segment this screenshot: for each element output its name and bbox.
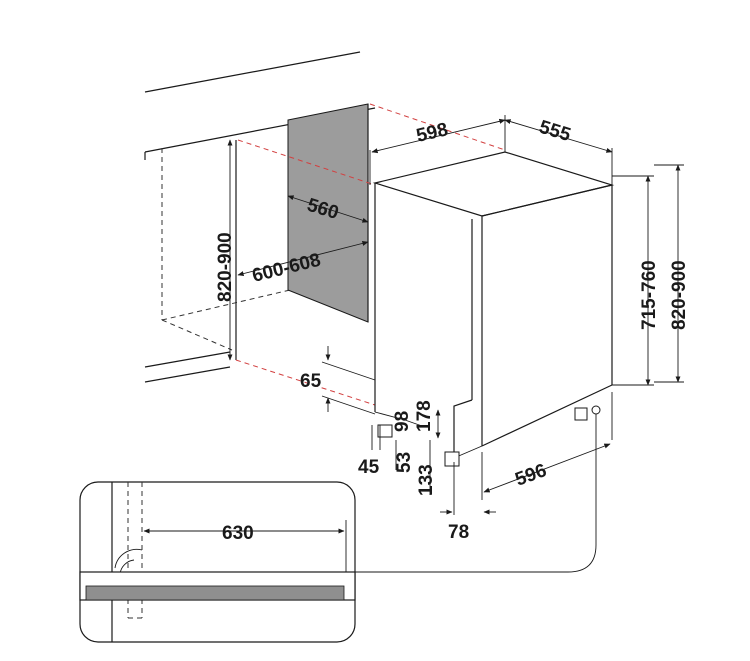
dim-715-760-label: 715-760 (639, 260, 660, 330)
dim-820-900-right-label: 820-900 (669, 260, 690, 330)
dim-53-label: 53 (394, 452, 415, 473)
dim-78-label: 78 (448, 522, 469, 543)
dim-98-label: 98 (392, 411, 413, 432)
dim-820-900-right: 820-900 (654, 164, 690, 383)
dim-133-label: 133 (416, 464, 437, 496)
floor-lines (144, 351, 231, 383)
dim-53: 53 (394, 440, 415, 473)
dim-45: 45 (358, 425, 381, 478)
dim-65: 65 (300, 346, 376, 415)
dim-630-label: 630 (222, 523, 254, 544)
detail-leader-line (355, 414, 597, 573)
dim-178: 178 (414, 400, 441, 439)
dim-98: 98 (392, 411, 423, 432)
dim-133: 133 (416, 440, 437, 496)
detail-inset: 630 (79, 481, 356, 643)
niche-outline (161, 140, 291, 360)
dim-65-label: 65 (300, 371, 322, 392)
dishwasher-feet (377, 405, 601, 467)
dim-45-label: 45 (358, 457, 380, 478)
dim-820-900-left-label: 820-900 (215, 232, 236, 302)
dim-820-900-left: 820-900 (215, 139, 236, 361)
dim-78: 78 (440, 462, 496, 543)
dim-555-label: 555 (537, 117, 574, 146)
dim-178-label: 178 (414, 400, 435, 432)
dim-596-label: 596 (513, 460, 550, 491)
dim-598-label: 598 (414, 119, 450, 147)
plinth-panel (85, 585, 345, 601)
dim-715-760: 715-760 (612, 175, 660, 386)
red-reference-lines (235, 103, 506, 406)
